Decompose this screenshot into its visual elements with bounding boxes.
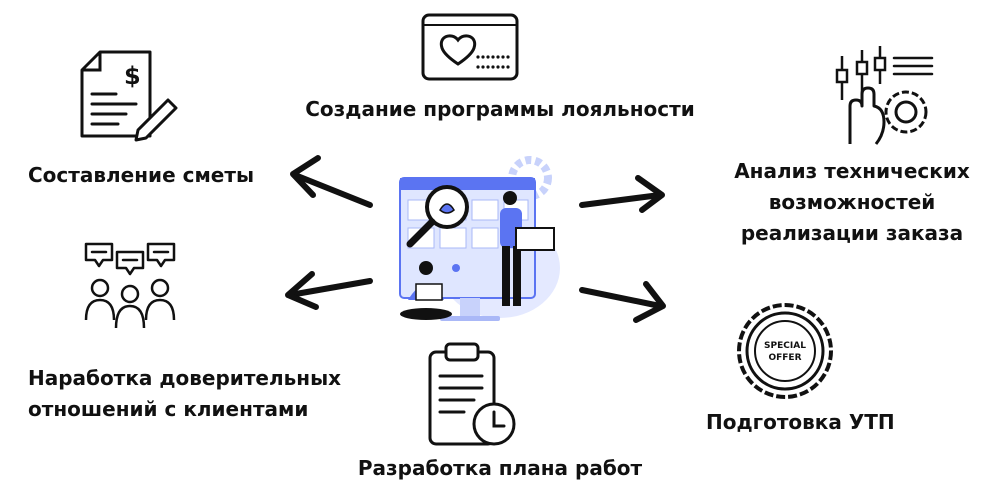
invoice-dollar-icon: $ — [78, 48, 178, 143]
loyalty-label: Создание программы лояльности — [305, 97, 695, 121]
arrow-to-usp — [579, 281, 666, 323]
plan-label: Разработка плана работ — [357, 456, 643, 480]
badge-line-2: OFFER — [768, 353, 801, 363]
svg-text:$: $ — [124, 62, 141, 90]
analysis-label: Анализ технических возможностей реализац… — [734, 159, 970, 245]
arrow-to-analysis — [579, 175, 665, 213]
clipboard-clock-icon — [424, 340, 524, 450]
estimate-label: Составление сметы — [28, 163, 255, 187]
usp-label: Подготовка УТП — [706, 410, 895, 434]
trust-label: Наработка доверительных отношений с клие… — [28, 366, 342, 421]
arrow-to-trust — [285, 271, 373, 310]
loyalty-card-icon — [420, 12, 520, 82]
tech-settings-icon — [828, 44, 938, 149]
bug-search-team-illustration — [380, 150, 580, 335]
arrow-to-estimate — [290, 155, 373, 208]
badge-line-1: SPECIAL — [764, 341, 806, 351]
client-discussion-icon — [80, 236, 180, 331]
special-offer-badge-icon: SPECIAL OFFER — [736, 302, 834, 400]
